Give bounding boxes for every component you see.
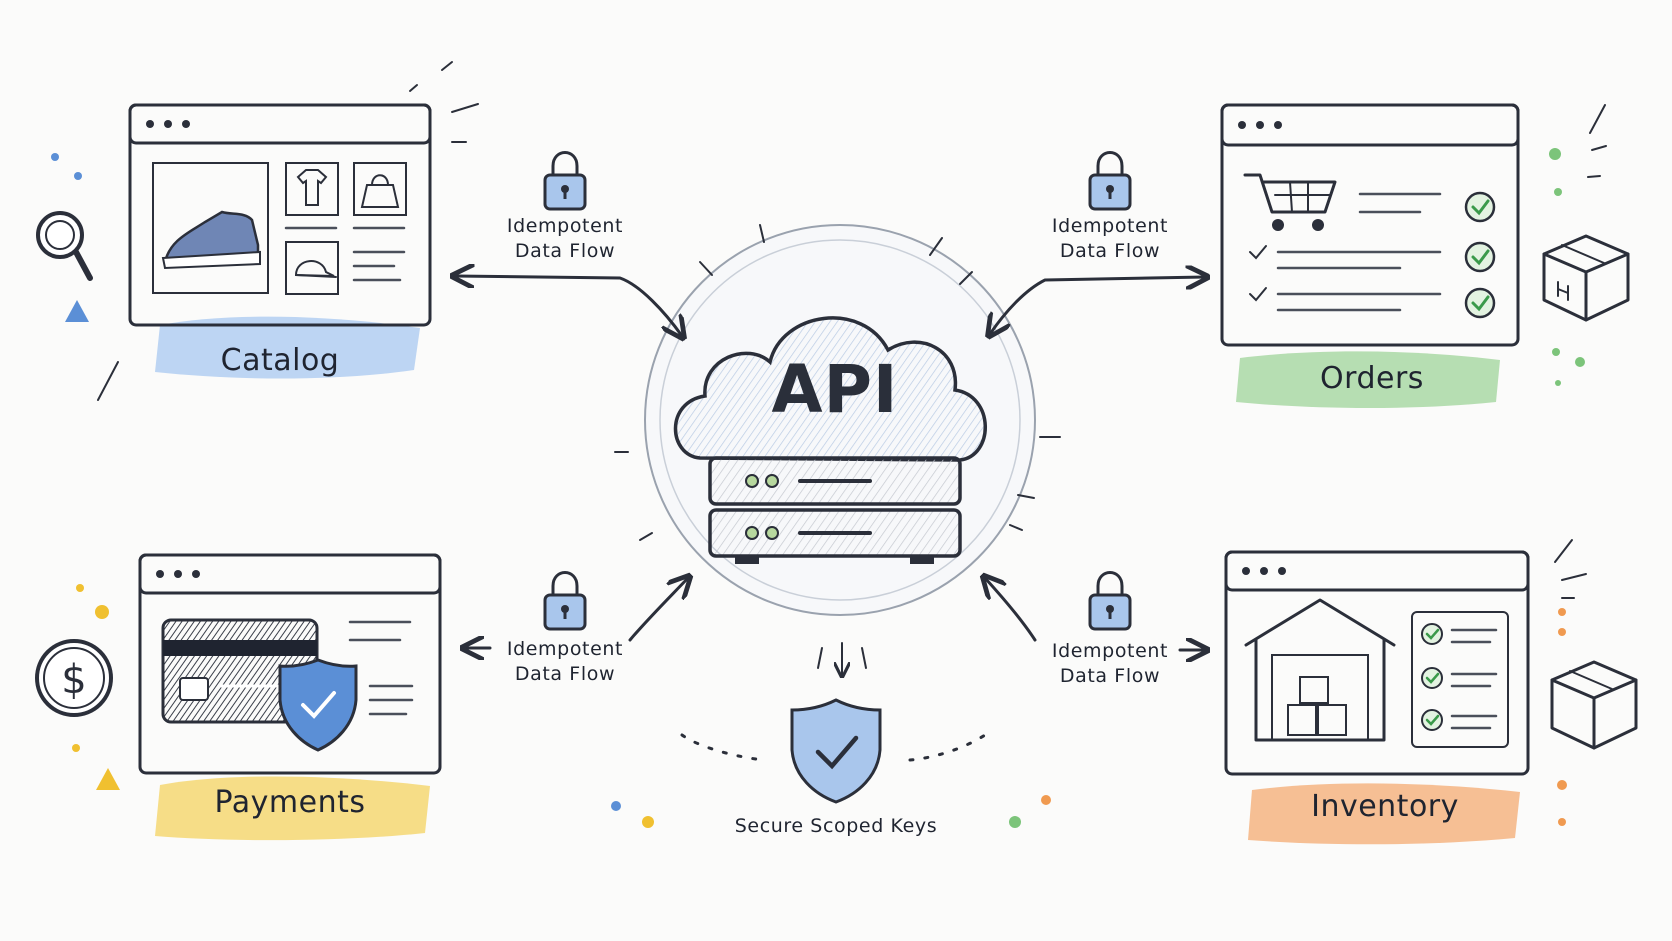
catalog-thumb-1	[285, 162, 339, 216]
inventory-titlebar	[1224, 550, 1530, 592]
orders-label-highlight	[1236, 351, 1500, 408]
check-circle-icon	[1464, 241, 1496, 273]
server-rack-icon	[708, 456, 962, 564]
inventory-label: Inventory	[1311, 789, 1459, 824]
catalog-thumb-2	[353, 162, 407, 216]
tshirt-icon	[296, 169, 328, 206]
catalog-panel: Catalog	[128, 103, 432, 379]
api-label: API	[771, 351, 898, 428]
flow-arrow	[985, 578, 1037, 642]
dollar-coin-icon: $	[35, 639, 113, 717]
secure-keys-label: Secure Scoped Keys	[735, 815, 938, 837]
flow-label-line1: Idempotent	[507, 638, 623, 660]
orders-titlebar	[1220, 103, 1520, 147]
cloud-icon	[673, 316, 987, 462]
payments-label: Payments	[215, 785, 366, 820]
triangle-decor	[65, 300, 89, 322]
orders-panel: Orders	[1220, 103, 1520, 408]
handbag-icon	[360, 174, 400, 208]
check-circle-icon	[1464, 287, 1496, 319]
flow-top-right: Idempotent Data Flow	[990, 151, 1205, 335]
flow-bottom-left: Idempotent Data Flow	[465, 571, 688, 685]
catalog-titlebar	[128, 103, 432, 145]
flow-top-left: Idempotent Data Flow	[455, 151, 682, 337]
package-box-icon	[1542, 234, 1630, 322]
check-circle-icon	[1464, 191, 1496, 223]
shopping-cart-icon	[1243, 173, 1337, 231]
catalog-label-highlight	[155, 316, 420, 379]
flow-arrow	[628, 578, 688, 642]
orders-label: Orders	[1320, 361, 1424, 396]
flow-label-line2: Data Flow	[1060, 665, 1160, 687]
check-circle-icon	[1421, 667, 1443, 689]
shield-check-icon	[790, 698, 882, 804]
flow-arrow	[990, 277, 1205, 334]
payments-panel: Payments	[138, 553, 442, 841]
search-icon	[36, 211, 93, 281]
catalog-thumb-3	[285, 241, 339, 295]
cap-icon	[294, 260, 337, 278]
flow-arrow	[455, 276, 682, 336]
payments-label-highlight	[155, 776, 430, 841]
check-circle-icon	[1421, 623, 1443, 645]
flow-label-line2: Data Flow	[1060, 240, 1160, 262]
flow-label-line2: Data Flow	[515, 240, 615, 262]
flow-label-line2: Data Flow	[515, 663, 615, 685]
secure-keys: Secure Scoped Keys	[680, 642, 987, 837]
padlock-icon	[543, 571, 587, 631]
warehouse-icon	[1244, 598, 1396, 742]
check-circle-icon	[1421, 709, 1443, 731]
api-hub: API	[614, 224, 1061, 616]
catalog-product-image	[152, 162, 269, 294]
inventory-checklist	[1411, 611, 1509, 748]
shoe-icon	[161, 210, 261, 270]
inventory-panel: Inventory	[1224, 550, 1530, 845]
padlock-icon	[543, 151, 587, 211]
inventory-label-highlight	[1248, 783, 1520, 845]
padlock-icon	[1088, 151, 1132, 211]
catalog-label: Catalog	[221, 343, 340, 378]
triangle-decor	[96, 768, 120, 790]
flow-bottom-right: Idempotent Data Flow	[985, 571, 1205, 687]
flow-label-line1: Idempotent	[1052, 215, 1168, 237]
package-box-icon	[1550, 660, 1638, 750]
flow-label-line1: Idempotent	[507, 215, 623, 237]
svg-text:$: $	[61, 657, 86, 703]
shield-check-icon	[278, 658, 358, 752]
payments-titlebar	[138, 553, 442, 595]
flow-label-line1: Idempotent	[1052, 640, 1168, 662]
padlock-icon	[1088, 571, 1132, 631]
